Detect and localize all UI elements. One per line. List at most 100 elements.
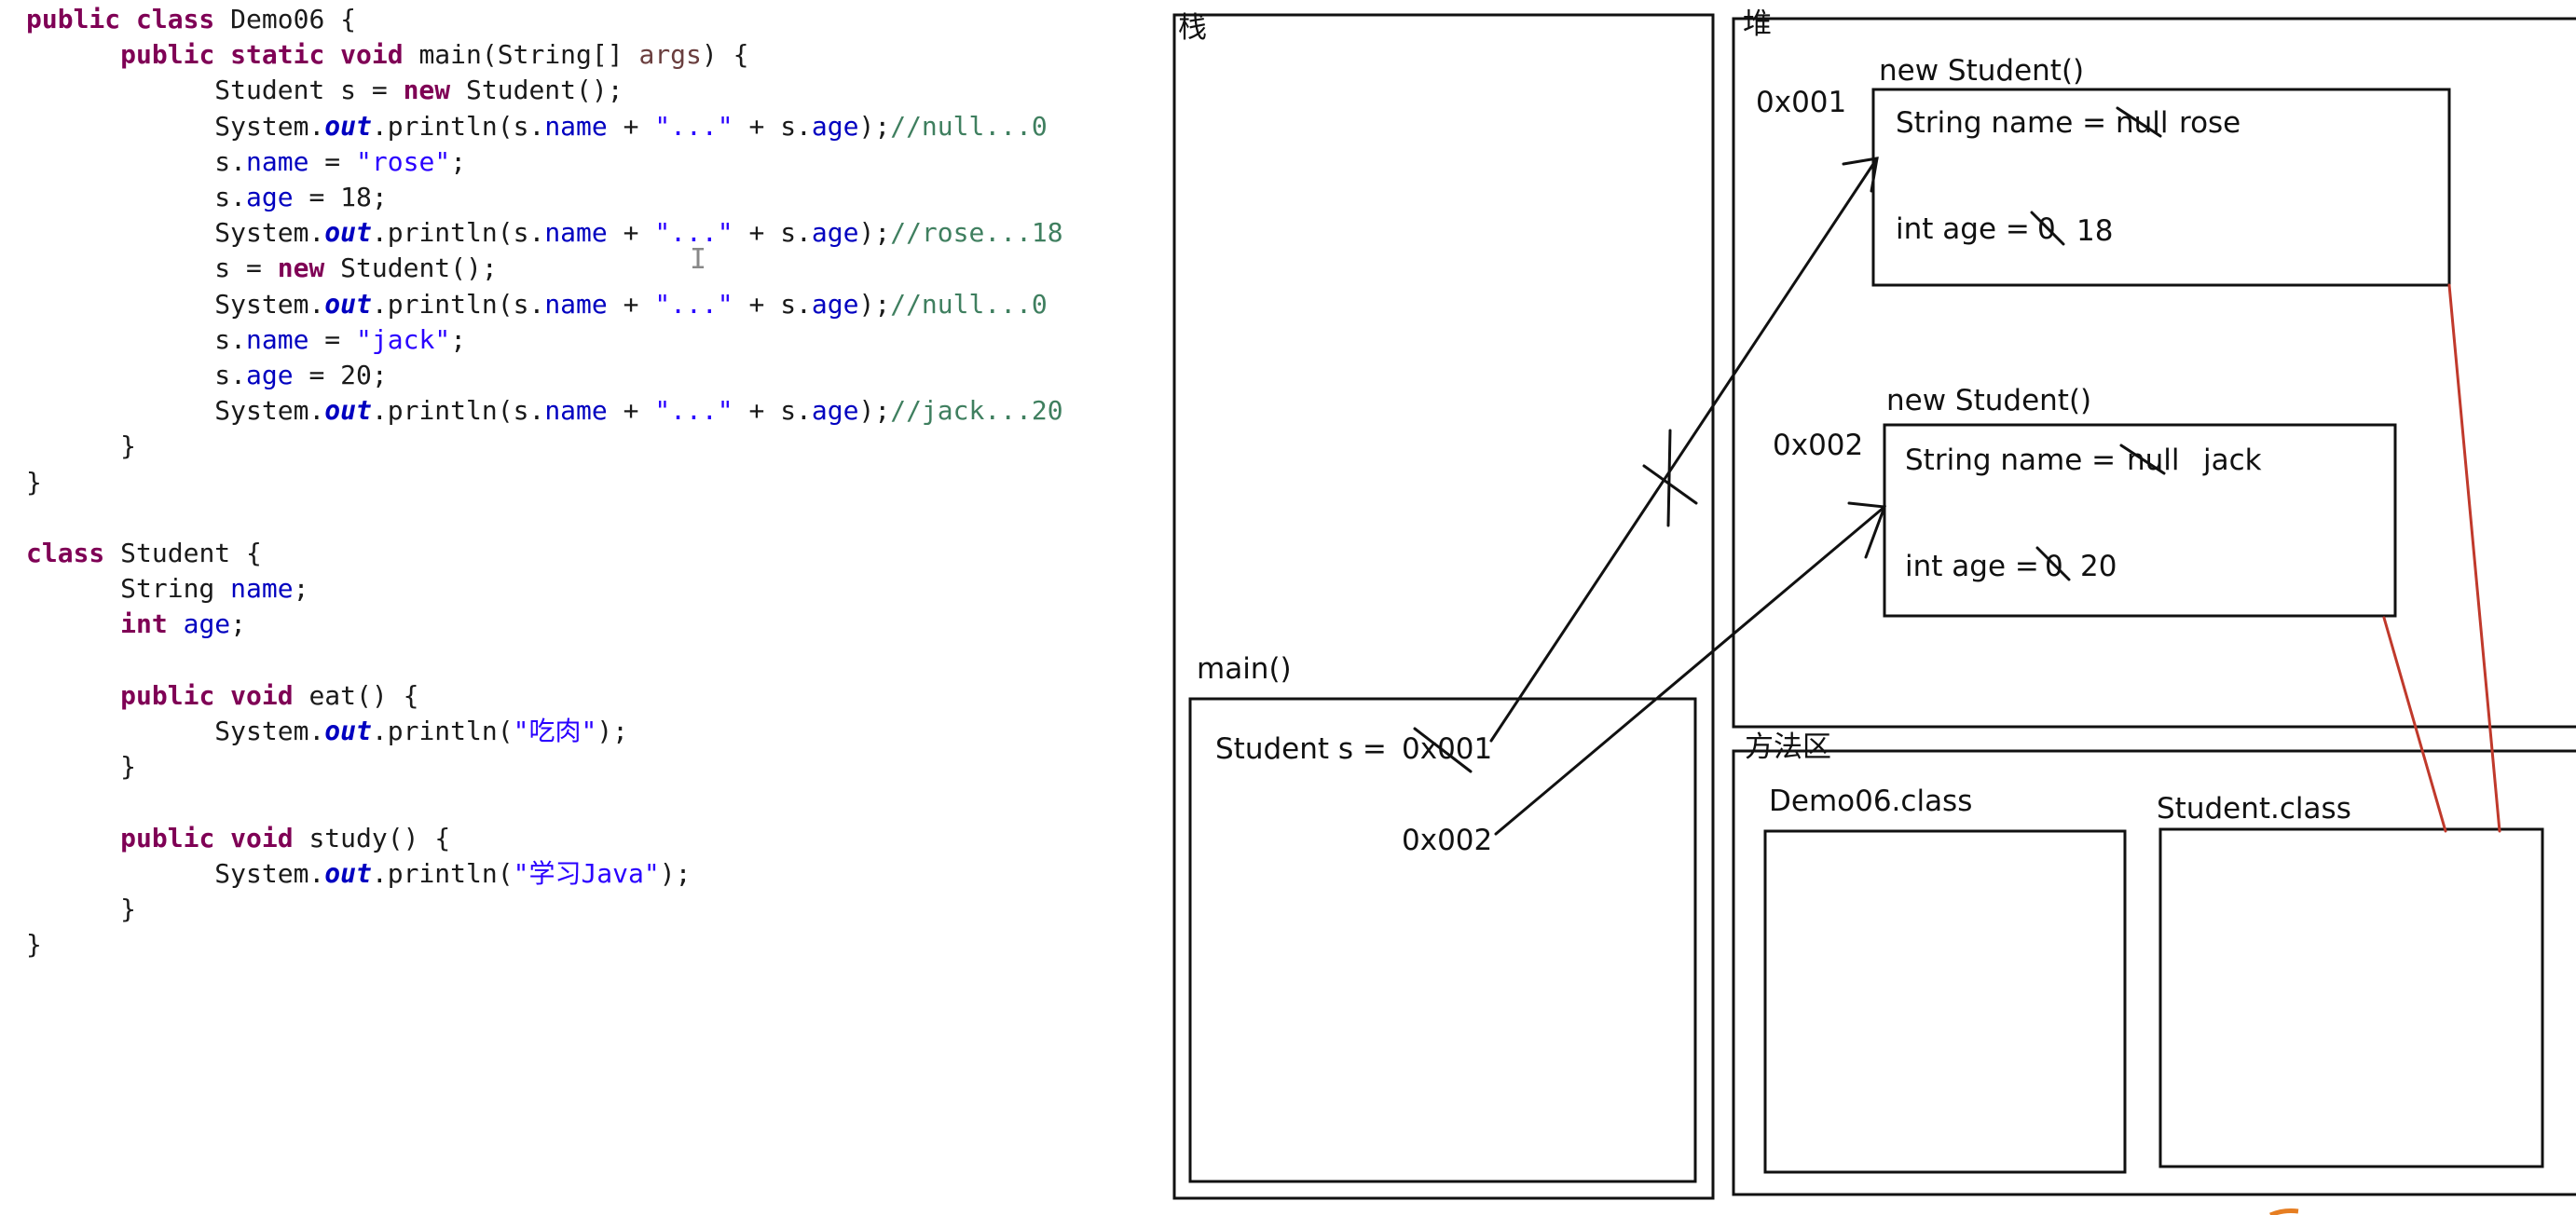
code-line[interactable]: s.age = 20; (26, 358, 387, 393)
code-token: + (607, 395, 655, 427)
code-token: ; (450, 145, 467, 177)
object-address-0x001: 0x001 (1756, 86, 1847, 119)
code-token: ); (659, 857, 692, 889)
code-token: study() { (308, 822, 451, 853)
code-token: Student(); (340, 253, 498, 284)
code-line[interactable]: s.name = "rose"; (26, 144, 466, 180)
code-token: name (544, 217, 608, 249)
field-name-line-0x001: String name = (1896, 106, 2107, 140)
code-line[interactable]: System.out.println(s.name + "..." + s.ag… (26, 109, 1048, 144)
code-token: "jack" (356, 323, 451, 355)
code-token: Student(); (466, 75, 623, 106)
code-token: age (811, 217, 859, 249)
strike-obj1-null (2116, 106, 2162, 138)
code-token: out (324, 395, 372, 427)
strike-obj1-zero (2030, 211, 2065, 246)
code-token: ; (450, 323, 467, 355)
strike-stack-0x001 (1413, 727, 1473, 773)
field-name-new-0x001: rose (2179, 106, 2241, 140)
class-label-student: Student.class (2157, 792, 2351, 826)
code-line[interactable]: String name; (26, 571, 308, 607)
stack-address-new: 0x002 (1402, 824, 1493, 857)
code-token: name (246, 145, 309, 177)
code-token: } (26, 466, 42, 498)
code-token: age (811, 395, 859, 427)
class-label-demo06: Demo06.class (1769, 785, 1973, 818)
code-token: } (26, 894, 137, 924)
code-token: System. (26, 857, 325, 889)
code-token: + s. (733, 395, 812, 427)
code-token: age (811, 288, 859, 320)
code-token: ); (858, 395, 891, 427)
code-token: out (324, 110, 372, 142)
stack-variable: Student s = (1215, 732, 1387, 766)
code-line[interactable]: Student s = new Student(); (26, 73, 623, 108)
code-line[interactable]: public void study() { (26, 821, 450, 856)
code-token: = 18; (293, 182, 388, 212)
stack-address-old: 0x001 (1402, 732, 1493, 766)
stack-region (1172, 13, 1715, 1200)
code-token: ); (596, 716, 629, 746)
code-line[interactable]: } (26, 465, 42, 500)
code-token: .println(s. (371, 395, 545, 427)
field-name-new-0x002: jack (2203, 444, 2262, 477)
code-line[interactable]: System.out.println("学习Java"); (26, 856, 691, 892)
code-token: "..." (654, 217, 733, 249)
field-age-new-0x002: 20 (2080, 550, 2117, 583)
code-token: age (246, 182, 294, 212)
code-token: name (544, 395, 608, 427)
code-token: s = (26, 253, 278, 284)
code-token: "吃肉" (513, 716, 597, 746)
code-line[interactable]: class Student { (26, 536, 262, 571)
code-token: .println( (371, 857, 514, 889)
code-token: System. (26, 716, 325, 746)
code-line[interactable]: } (26, 892, 136, 927)
heap-label: 堆 (1743, 7, 1772, 41)
field-age-old-0x002: 0 (2045, 550, 2063, 583)
code-editor[interactable]: public class Demo06 { public static void… (0, 0, 1156, 1215)
code-line[interactable]: } (26, 749, 136, 785)
code-token: class (26, 538, 121, 568)
code-token: "..." (654, 110, 733, 142)
ref-arrow-0x002 (1494, 505, 1886, 836)
code-line[interactable]: s = new Student(); (26, 251, 498, 286)
code-token: "学习Java" (513, 857, 660, 889)
code-line[interactable]: } (26, 927, 42, 962)
code-line[interactable]: public static void main(String[] args) { (26, 37, 748, 73)
ref-arrowhead-0x001 (1842, 157, 1879, 193)
code-line[interactable]: } (26, 429, 136, 464)
code-token: .println(s. (371, 288, 545, 320)
code-token: ); (858, 217, 891, 249)
code-token: "rose" (356, 145, 451, 177)
ref-arrow-0x001 (1489, 157, 1879, 743)
code-line[interactable]: s.age = 18; (26, 180, 388, 215)
code-line[interactable]: int age; (26, 607, 246, 642)
code-token: System. (26, 110, 325, 142)
code-line[interactable]: System.out.println(s.name + "..." + s.ag… (26, 287, 1048, 322)
code-line[interactable]: s.name = "jack"; (26, 322, 466, 358)
field-age-line-0x001: int age = (1896, 212, 2030, 246)
code-line[interactable]: System.out.println(s.name + "..." + s.ag… (26, 215, 1062, 251)
main-frame-label: main() (1197, 652, 1292, 686)
object-box-0x002 (1883, 423, 2397, 618)
code-line[interactable]: public void eat() { (26, 678, 418, 714)
code-line[interactable]: public class Demo06 { (26, 2, 356, 37)
class-link-obj1 (2447, 283, 2501, 833)
code-token: + s. (733, 110, 812, 142)
code-token: ; (230, 608, 247, 640)
code-token: age (246, 360, 294, 390)
code-token: args (638, 39, 702, 71)
code-line[interactable]: System.out.println(s.name + "..." + s.ag… (26, 393, 1062, 429)
object-title-0x001: new Student() (1879, 54, 2085, 88)
code-token: System. (26, 395, 325, 427)
code-token: .println(s. (371, 217, 545, 249)
ref-cut-vertical (1666, 429, 1672, 527)
code-token: out (324, 857, 372, 889)
object-title-0x002: new Student() (1886, 384, 2092, 417)
code-token: ); (858, 288, 891, 320)
code-line[interactable]: System.out.println("吃肉"); (26, 714, 628, 749)
code-token: + s. (733, 217, 812, 249)
code-token: "..." (654, 288, 733, 320)
code-token: new (277, 253, 341, 284)
